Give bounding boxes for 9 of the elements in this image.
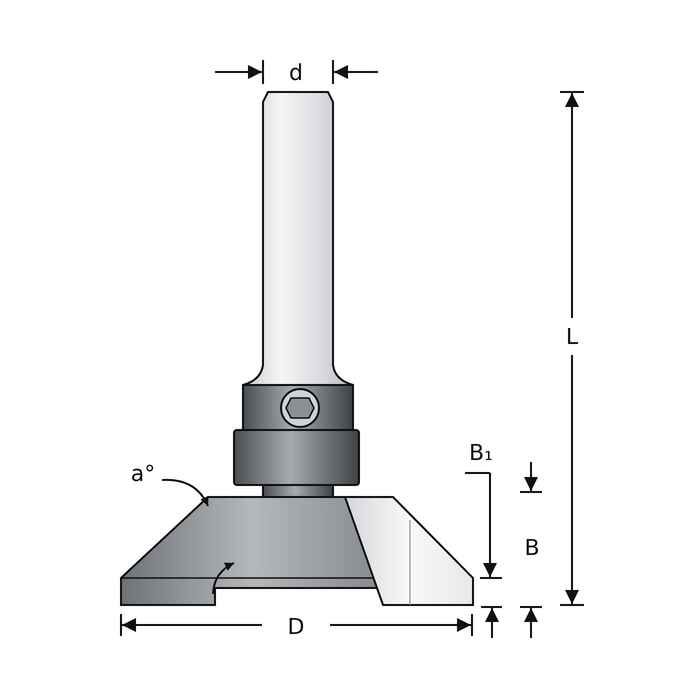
dimension-label: B: [524, 536, 540, 561]
dimension-label: D: [288, 615, 304, 640]
leader-line: [162, 478, 209, 506]
dimension-label: B₁: [469, 441, 493, 466]
cutter-head: [120, 496, 474, 606]
dimension-label: d: [289, 61, 303, 86]
dimension-label: L: [566, 325, 578, 350]
angle-label: a°: [130, 462, 156, 487]
leader-line: [212, 562, 234, 594]
